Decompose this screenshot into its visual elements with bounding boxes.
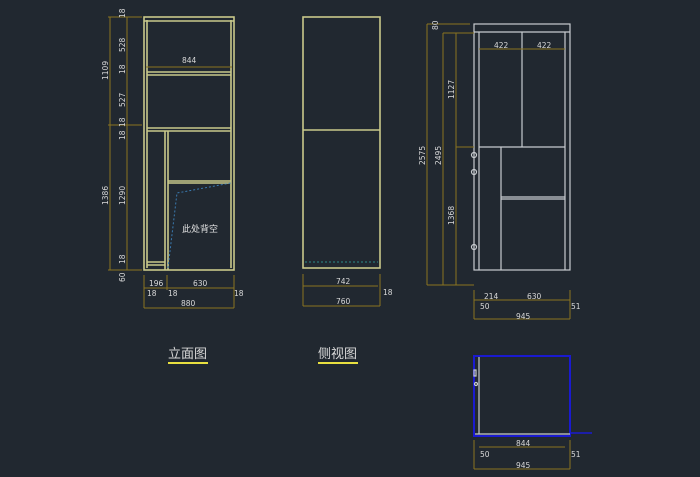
dim-1386: 1386 [101,186,110,205]
dim-844: 844 [182,56,197,65]
dim-196: 196 [149,279,164,288]
back-open-note: 此处背空 [182,223,218,235]
dim-214: 214 [484,292,499,301]
dim-1127: 1127 [447,80,456,99]
dim-2575: 2575 [418,146,427,165]
dim-527: 527 [118,92,127,107]
dim-742: 742 [336,277,351,286]
dim-18-r: 18 [234,289,244,298]
dim-945: 945 [516,312,531,321]
cabinet-outline [143,16,235,271]
dim-80: 80 [431,20,440,30]
dim-top: 18 [118,8,127,18]
dim-880: 880 [181,299,196,308]
dim-945: 945 [516,461,531,470]
side-view-title: 侧视图 [318,347,357,362]
dim-60: 60 [118,272,127,282]
dim-844: 844 [516,439,531,448]
dim-760: 760 [336,297,351,306]
dim-630: 630 [193,279,208,288]
dim-50: 50 [480,450,490,459]
dim-422-r: 422 [537,41,552,50]
dim-422-l: 422 [494,41,509,50]
dim-bottom: 18 [118,254,127,264]
dim-51: 51 [571,450,581,459]
plan-view: 844 50 51 945 [473,355,592,470]
hole-icon [470,168,478,176]
dim-shelf2: 18 [118,117,127,127]
dim-shelf1: 18 [118,64,127,74]
dim-528: 528 [118,37,127,52]
dim-630: 630 [527,292,542,301]
dim-1109: 1109 [101,61,110,80]
dim-18: 18 [383,288,393,297]
dim-18-m: 18 [168,289,178,298]
dim-18-l: 18 [147,289,157,298]
dim-51: 51 [571,302,581,311]
hole-icon [470,151,478,159]
front-view-title: 立面图 [168,347,207,362]
dim-1368: 1368 [447,206,456,225]
back-open-line [167,182,232,269]
dim-2495: 2495 [434,146,443,165]
front-elevation: 此处背空 1109 1386 18 528 18 527 18 18 1290 … [101,8,244,364]
dim-1290: 1290 [118,186,127,205]
hole-icon [470,243,478,251]
dim-shelf3: 18 [118,130,127,140]
side-view: 742 760 18 侧视图 [302,16,393,364]
dim-50: 50 [480,302,490,311]
side-outline [302,16,381,269]
right-elevation: 80 2575 2495 1127 1368 422 422 214 630 5… [418,20,581,321]
